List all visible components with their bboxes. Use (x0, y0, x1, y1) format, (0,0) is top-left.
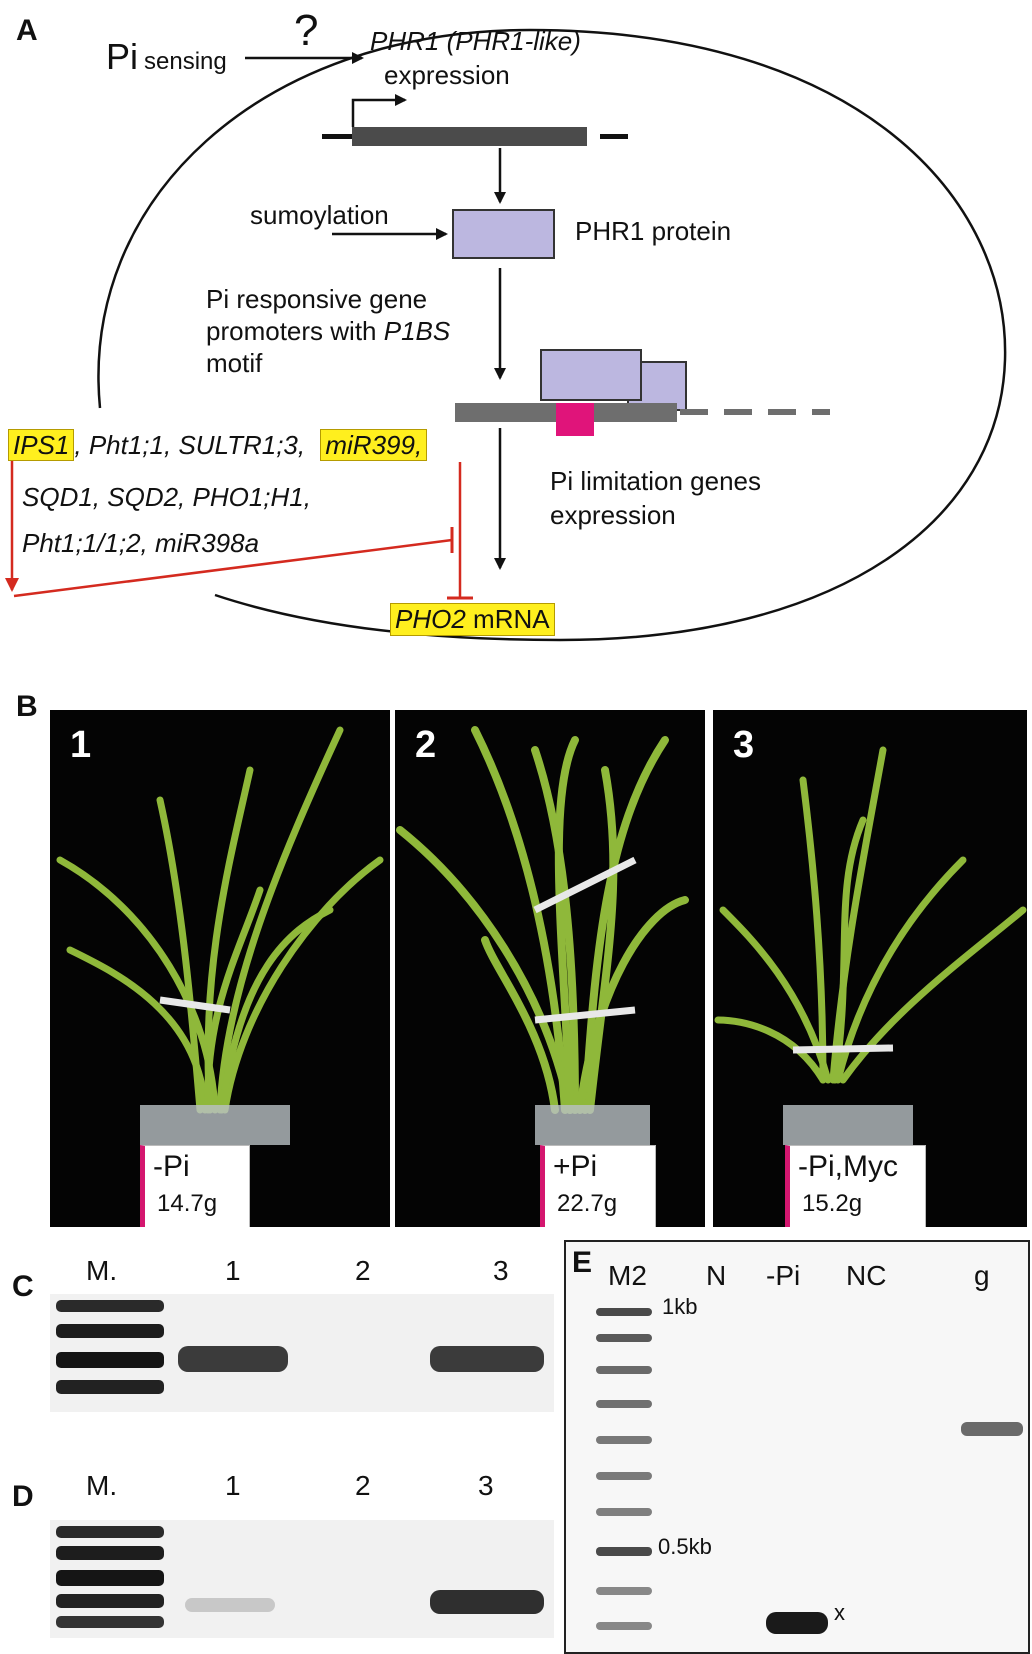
band-mark-x: x (834, 1600, 845, 1625)
photo-2-number: 2 (415, 724, 437, 766)
gel-c (50, 1294, 554, 1412)
photo-3-tag: -Pi,Myc 15.2g (785, 1145, 926, 1227)
gel-d-lane-2: 2 (355, 1470, 371, 1501)
photo-2-condition: +Pi (553, 1150, 598, 1183)
promoters-line2a: promoters with (206, 316, 384, 346)
genes-row3: Pht1;1/1;2, miR398a (22, 528, 260, 558)
gel-c-lane-1: 1 (225, 1255, 241, 1286)
promoters-line2: promoters with P1BS (206, 316, 450, 347)
limitation-line2: expression (550, 500, 676, 530)
genes-row2: SQD1, SQD2, PHO1;H1, (22, 482, 311, 512)
gel-c-lane-3: 3 (493, 1255, 509, 1286)
gel-e-bands (596, 1308, 1023, 1634)
plant-illustration-3 (714, 746, 1027, 1145)
plant-illustration-1 (56, 726, 384, 1145)
panel-letter-a: A (16, 14, 38, 47)
panel-letter-e: E (572, 1246, 593, 1279)
phr1-gene-bar (352, 127, 587, 146)
sumoylation-label: sumoylation (250, 200, 389, 230)
pi-main: Pi (106, 36, 139, 77)
gel-e-lane-nc: NC (846, 1260, 887, 1291)
phr1-protein-box (452, 209, 555, 259)
phr1-protein-label: PHR1 protein (575, 216, 732, 246)
photo-2-weight: 22.7g (557, 1190, 618, 1217)
ips1-highlight: IPS1 (8, 429, 75, 461)
p1bs-motif (556, 403, 594, 436)
gel-d-bands (56, 1526, 544, 1628)
panel-letter-d: D (12, 1480, 34, 1513)
phr1-dimer-front (540, 349, 642, 401)
marker-1kb: 1kb (662, 1294, 698, 1319)
photo-3-condition: -Pi,Myc (798, 1150, 898, 1183)
pho2-mrna: PHO2 mRNA (390, 603, 555, 636)
gel-d (50, 1520, 554, 1638)
limitation-line1: Pi limitation genes (550, 466, 761, 496)
gel-e-lane-n: N (706, 1260, 727, 1291)
question-mark: ? (294, 6, 319, 55)
transcription-start-arrow (351, 94, 407, 127)
phr1-gene-line-right (600, 134, 628, 139)
phr1-gene-line-left (322, 134, 354, 139)
promoters-line3: motif (206, 348, 263, 378)
photo-1-weight: 14.7g (157, 1190, 218, 1217)
phr1-expression-line1: PHR1 (PHR1-like) (370, 26, 581, 56)
pho2-rest: mRNA (465, 604, 550, 634)
genes-row1: IPS1, Pht1;1, SULTR1;3, miR399, (8, 429, 428, 461)
plant-photo-1: 1 -Pi 14.7g (50, 710, 390, 1227)
gel-e-lane-g: g (974, 1260, 990, 1291)
photo-1-condition: -Pi (153, 1150, 190, 1183)
photo-2-tag: +Pi 22.7g (540, 1145, 656, 1227)
pi-sub: sensing (144, 48, 227, 75)
promoters-line1: Pi responsive gene (206, 284, 428, 314)
promoters-line2b: P1BS (383, 316, 451, 346)
phr1-expression-line2: expression (384, 60, 510, 90)
photo-3-weight: 15.2g (802, 1190, 863, 1217)
gel-c-bands (56, 1300, 544, 1394)
gel-e-lane-m2: M2 (608, 1260, 647, 1291)
cell-boundary (97, 28, 1007, 642)
gel-c-lane-m: M. (86, 1255, 118, 1286)
mir399-highlight: miR399, (320, 429, 428, 461)
plant-illustration-2 (396, 726, 689, 1145)
photo-1-tag: -Pi 14.7g (140, 1145, 250, 1227)
photo-1-number: 1 (70, 724, 92, 766)
gel-d-lane-1: 1 (225, 1470, 241, 1501)
marker-05kb: 0.5kb (658, 1534, 712, 1559)
photo-3-number: 3 (733, 724, 755, 766)
signaling-diagram (5, 28, 1007, 642)
ips1-inhibition-line (13, 538, 453, 598)
gel-d-lane-m: M. (86, 1470, 118, 1501)
gel-c-lane-2: 2 (355, 1255, 371, 1286)
gel-e-lane-minus-pi: -Pi (766, 1260, 801, 1291)
pho2-italic: PHO2 (395, 604, 466, 634)
panel-letter-b: B (16, 690, 38, 723)
genes-row1-text: , Pht1;1, SULTR1;3, (74, 430, 306, 460)
panel-letter-c: C (12, 1270, 34, 1303)
plant-photo-3: 3 -Pi,Myc 15.2g (713, 710, 1027, 1227)
gel-d-lane-3: 3 (478, 1470, 494, 1501)
gel-e-frame: E M2 N -Pi NC g 1kb 0.5kb x (564, 1240, 1030, 1654)
plant-photo-2: 2 +Pi 22.7g (395, 710, 705, 1227)
